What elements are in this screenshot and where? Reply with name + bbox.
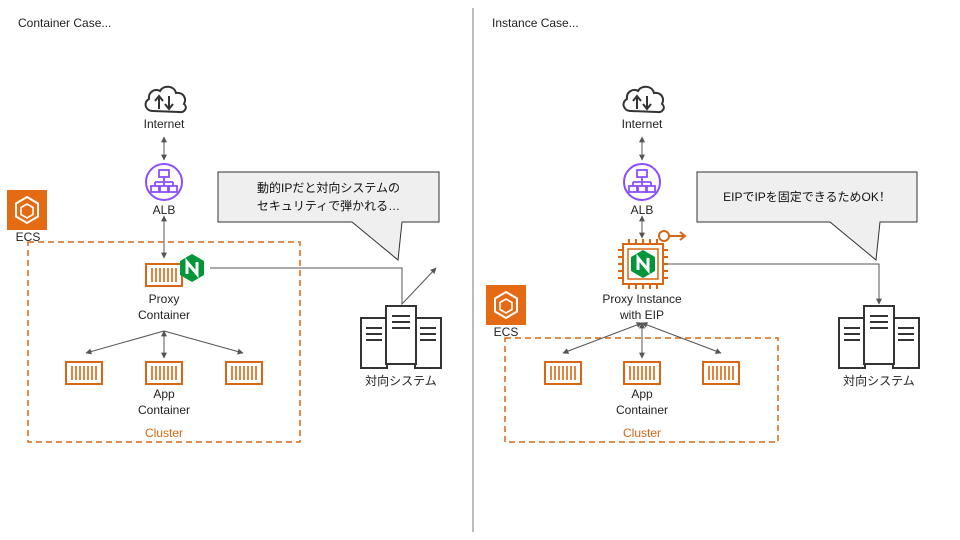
proxy-app-link-1 <box>562 322 643 354</box>
container-icon <box>623 361 661 385</box>
left-panel <box>6 85 442 443</box>
ecs-icon <box>6 189 48 231</box>
cluster-boundary <box>504 337 779 443</box>
callout-bubble <box>696 171 918 261</box>
app-label-line2: Container <box>615 403 669 417</box>
alb-label: ALB <box>152 203 176 217</box>
proxy-label-line2: with EIP <box>619 308 664 322</box>
proxy-external-blocked-link <box>210 267 437 306</box>
right-panel <box>485 85 920 443</box>
callout-bubble <box>217 171 440 261</box>
external-system-label: 対向システム <box>843 374 915 388</box>
cluster-label: Cluster <box>622 426 661 440</box>
alb-icon <box>623 163 661 201</box>
proxy-app-link-1 <box>85 330 165 355</box>
app-label-line1: App <box>631 387 653 401</box>
alb-icon <box>145 163 183 201</box>
ecs-label: ECS <box>15 230 41 244</box>
cluster-label: Cluster <box>144 426 183 440</box>
alb-label: ALB <box>630 203 654 217</box>
ecs-icon <box>485 284 527 326</box>
ecs-label: ECS <box>493 325 519 339</box>
callout-text: EIPでIPを固定できるためOK！ <box>723 190 891 204</box>
proxy-external-link <box>668 263 882 305</box>
container-icon <box>145 263 183 287</box>
left-title: Container Case... <box>18 16 112 30</box>
cloud-icon <box>144 85 187 114</box>
container-icon <box>225 361 263 385</box>
app-label-line1: App <box>153 387 175 401</box>
right-title: Instance Case... <box>492 16 579 30</box>
callout-text-line2: セキュリティで弾かれる… <box>256 199 401 213</box>
container-icon <box>702 361 740 385</box>
proxy-label-line1: Proxy Instance <box>602 292 682 306</box>
cloud-icon <box>622 85 665 114</box>
nginx-icon <box>178 252 206 284</box>
proxy-label-line1: Proxy <box>148 292 180 306</box>
app-label-line2: Container <box>137 403 191 417</box>
eip-key-icon <box>658 230 687 242</box>
proxy-app-link-3 <box>641 322 722 354</box>
proxy-app-link-3 <box>163 330 244 355</box>
container-icon <box>145 361 183 385</box>
container-icon <box>544 361 582 385</box>
cluster-boundary <box>27 241 301 443</box>
container-icon <box>65 361 103 385</box>
internet-label: Internet <box>143 117 185 131</box>
proxy-label-line2: Container <box>137 308 191 322</box>
server-icon <box>360 305 442 369</box>
server-icon <box>838 305 920 369</box>
internet-label: Internet <box>621 117 663 131</box>
external-system-label: 対向システム <box>365 374 437 388</box>
callout-text-line1: 動的IPだと対向システムの <box>257 181 400 195</box>
